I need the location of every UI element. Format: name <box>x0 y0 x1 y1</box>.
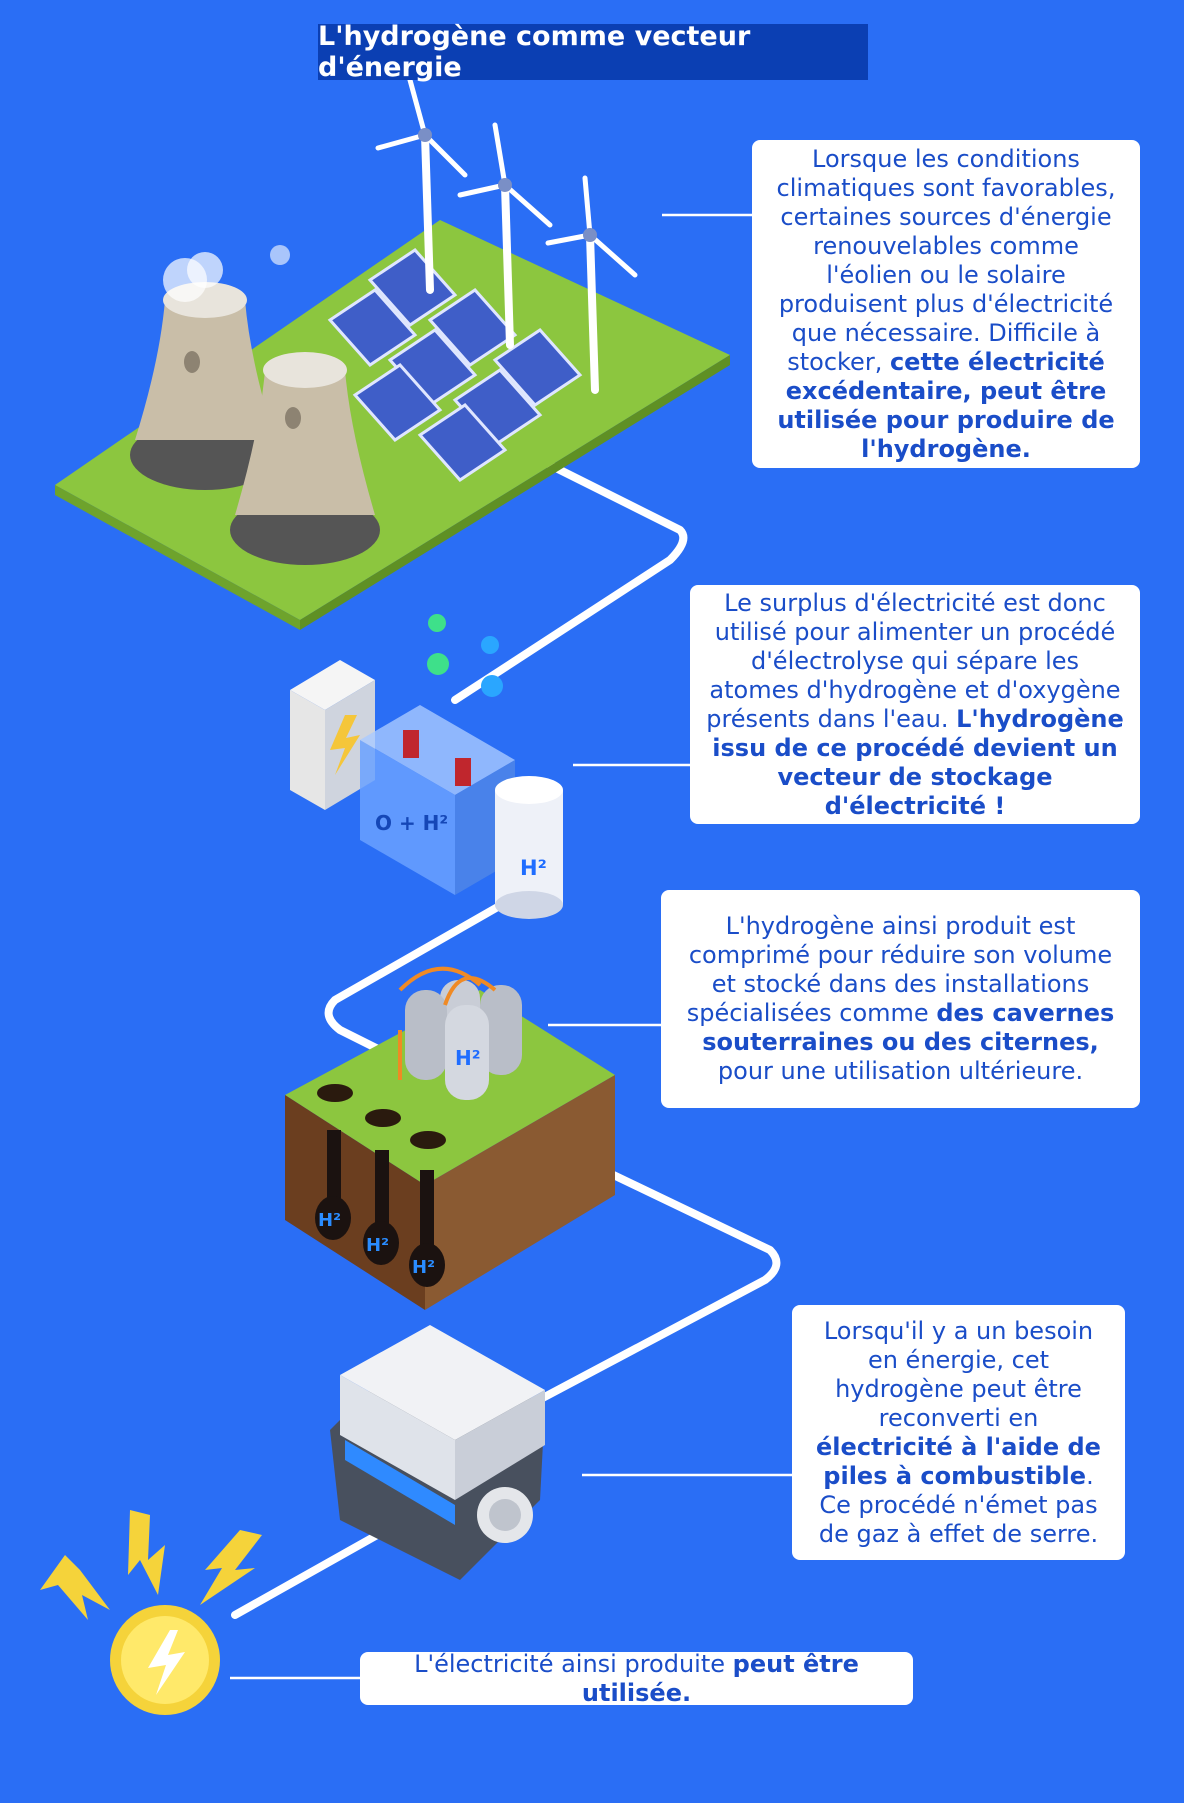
svg-text:H²: H² <box>520 856 547 880</box>
step-card-renewables: Lorsque les conditions climatiques sont … <box>752 140 1140 468</box>
light-bulb-icon <box>110 1605 220 1715</box>
svg-text:O + H²: O + H² <box>375 811 448 835</box>
step-text: L'électricité ainsi produite peut être u… <box>414 1649 859 1707</box>
step-text: L'hydrogène ainsi produit est comprimé p… <box>686 912 1115 1085</box>
step-text: Lorsqu'il y a un besoin en énergie, cet … <box>816 1316 1101 1548</box>
step-card-electrolysis: Le surplus d'électricité est donc utilis… <box>690 585 1140 824</box>
solar-panel-icon <box>327 248 583 482</box>
svg-text:H²: H² <box>318 1210 341 1231</box>
svg-text:H²: H² <box>412 1257 435 1278</box>
step-card-usage: L'électricité ainsi produite peut être u… <box>360 1649 913 1707</box>
wind-turbine-icon <box>375 77 638 394</box>
step-text: Lorsque les conditions climatiques sont … <box>776 144 1116 463</box>
step-card-storage: L'hydrogène ainsi produit est comprimé p… <box>661 890 1140 1108</box>
page-title: L'hydrogène comme vecteur d'énergie <box>318 21 868 83</box>
electrolysis-tank: O + H² <box>360 705 515 895</box>
h2-cylinder: H² <box>495 776 563 919</box>
cable <box>231 461 781 1619</box>
svg-text:H²: H² <box>366 1235 389 1256</box>
storage-tanks: H² <box>398 966 522 1100</box>
step-card-fuel-cell: Lorsqu'il y a un besoin en énergie, cet … <box>792 1305 1125 1560</box>
svg-text:H²: H² <box>455 1046 481 1070</box>
lightning-bolt-icon <box>40 1510 262 1620</box>
cooling-tower-icon <box>130 245 380 565</box>
fuel-cell-icon <box>330 1325 545 1580</box>
step-text: Le surplus d'électricité est donc utilis… <box>706 588 1124 820</box>
